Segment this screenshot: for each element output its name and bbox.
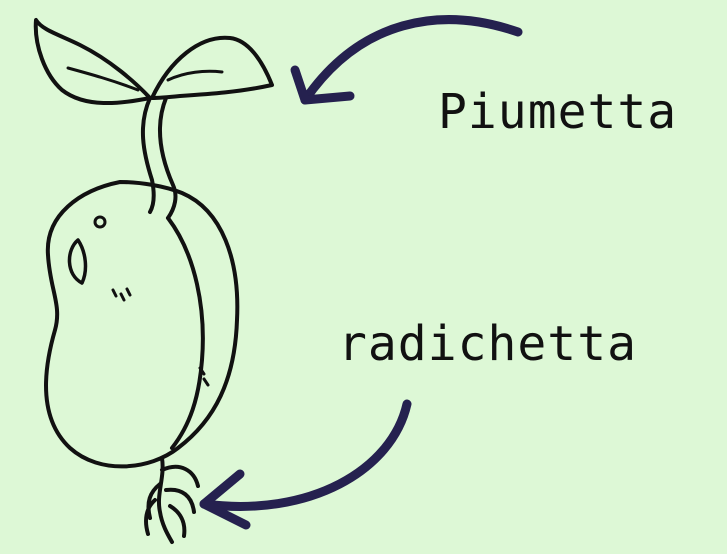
root-branch — [162, 467, 198, 486]
root-branch — [170, 506, 184, 536]
root-branch — [166, 490, 194, 512]
bean-speckle — [121, 294, 124, 300]
bean-hilum — [69, 240, 85, 283]
bean-body — [46, 182, 237, 466]
stem-left — [143, 98, 154, 212]
arrow-radicle-head — [204, 474, 246, 525]
bean-spot — [95, 217, 105, 227]
right-leaf-vein — [168, 71, 222, 80]
left-leaf — [36, 20, 150, 103]
bean-speckle — [204, 379, 208, 385]
arrow-radicle — [204, 404, 407, 506]
radicle-label: radichetta — [338, 316, 637, 372]
bean-speckle — [127, 289, 130, 295]
stem-right — [160, 98, 175, 218]
bean-speckle — [113, 290, 116, 296]
bean-fold — [168, 218, 203, 448]
plumule-label: Piumetta — [438, 84, 677, 140]
right-leaf — [152, 38, 272, 98]
